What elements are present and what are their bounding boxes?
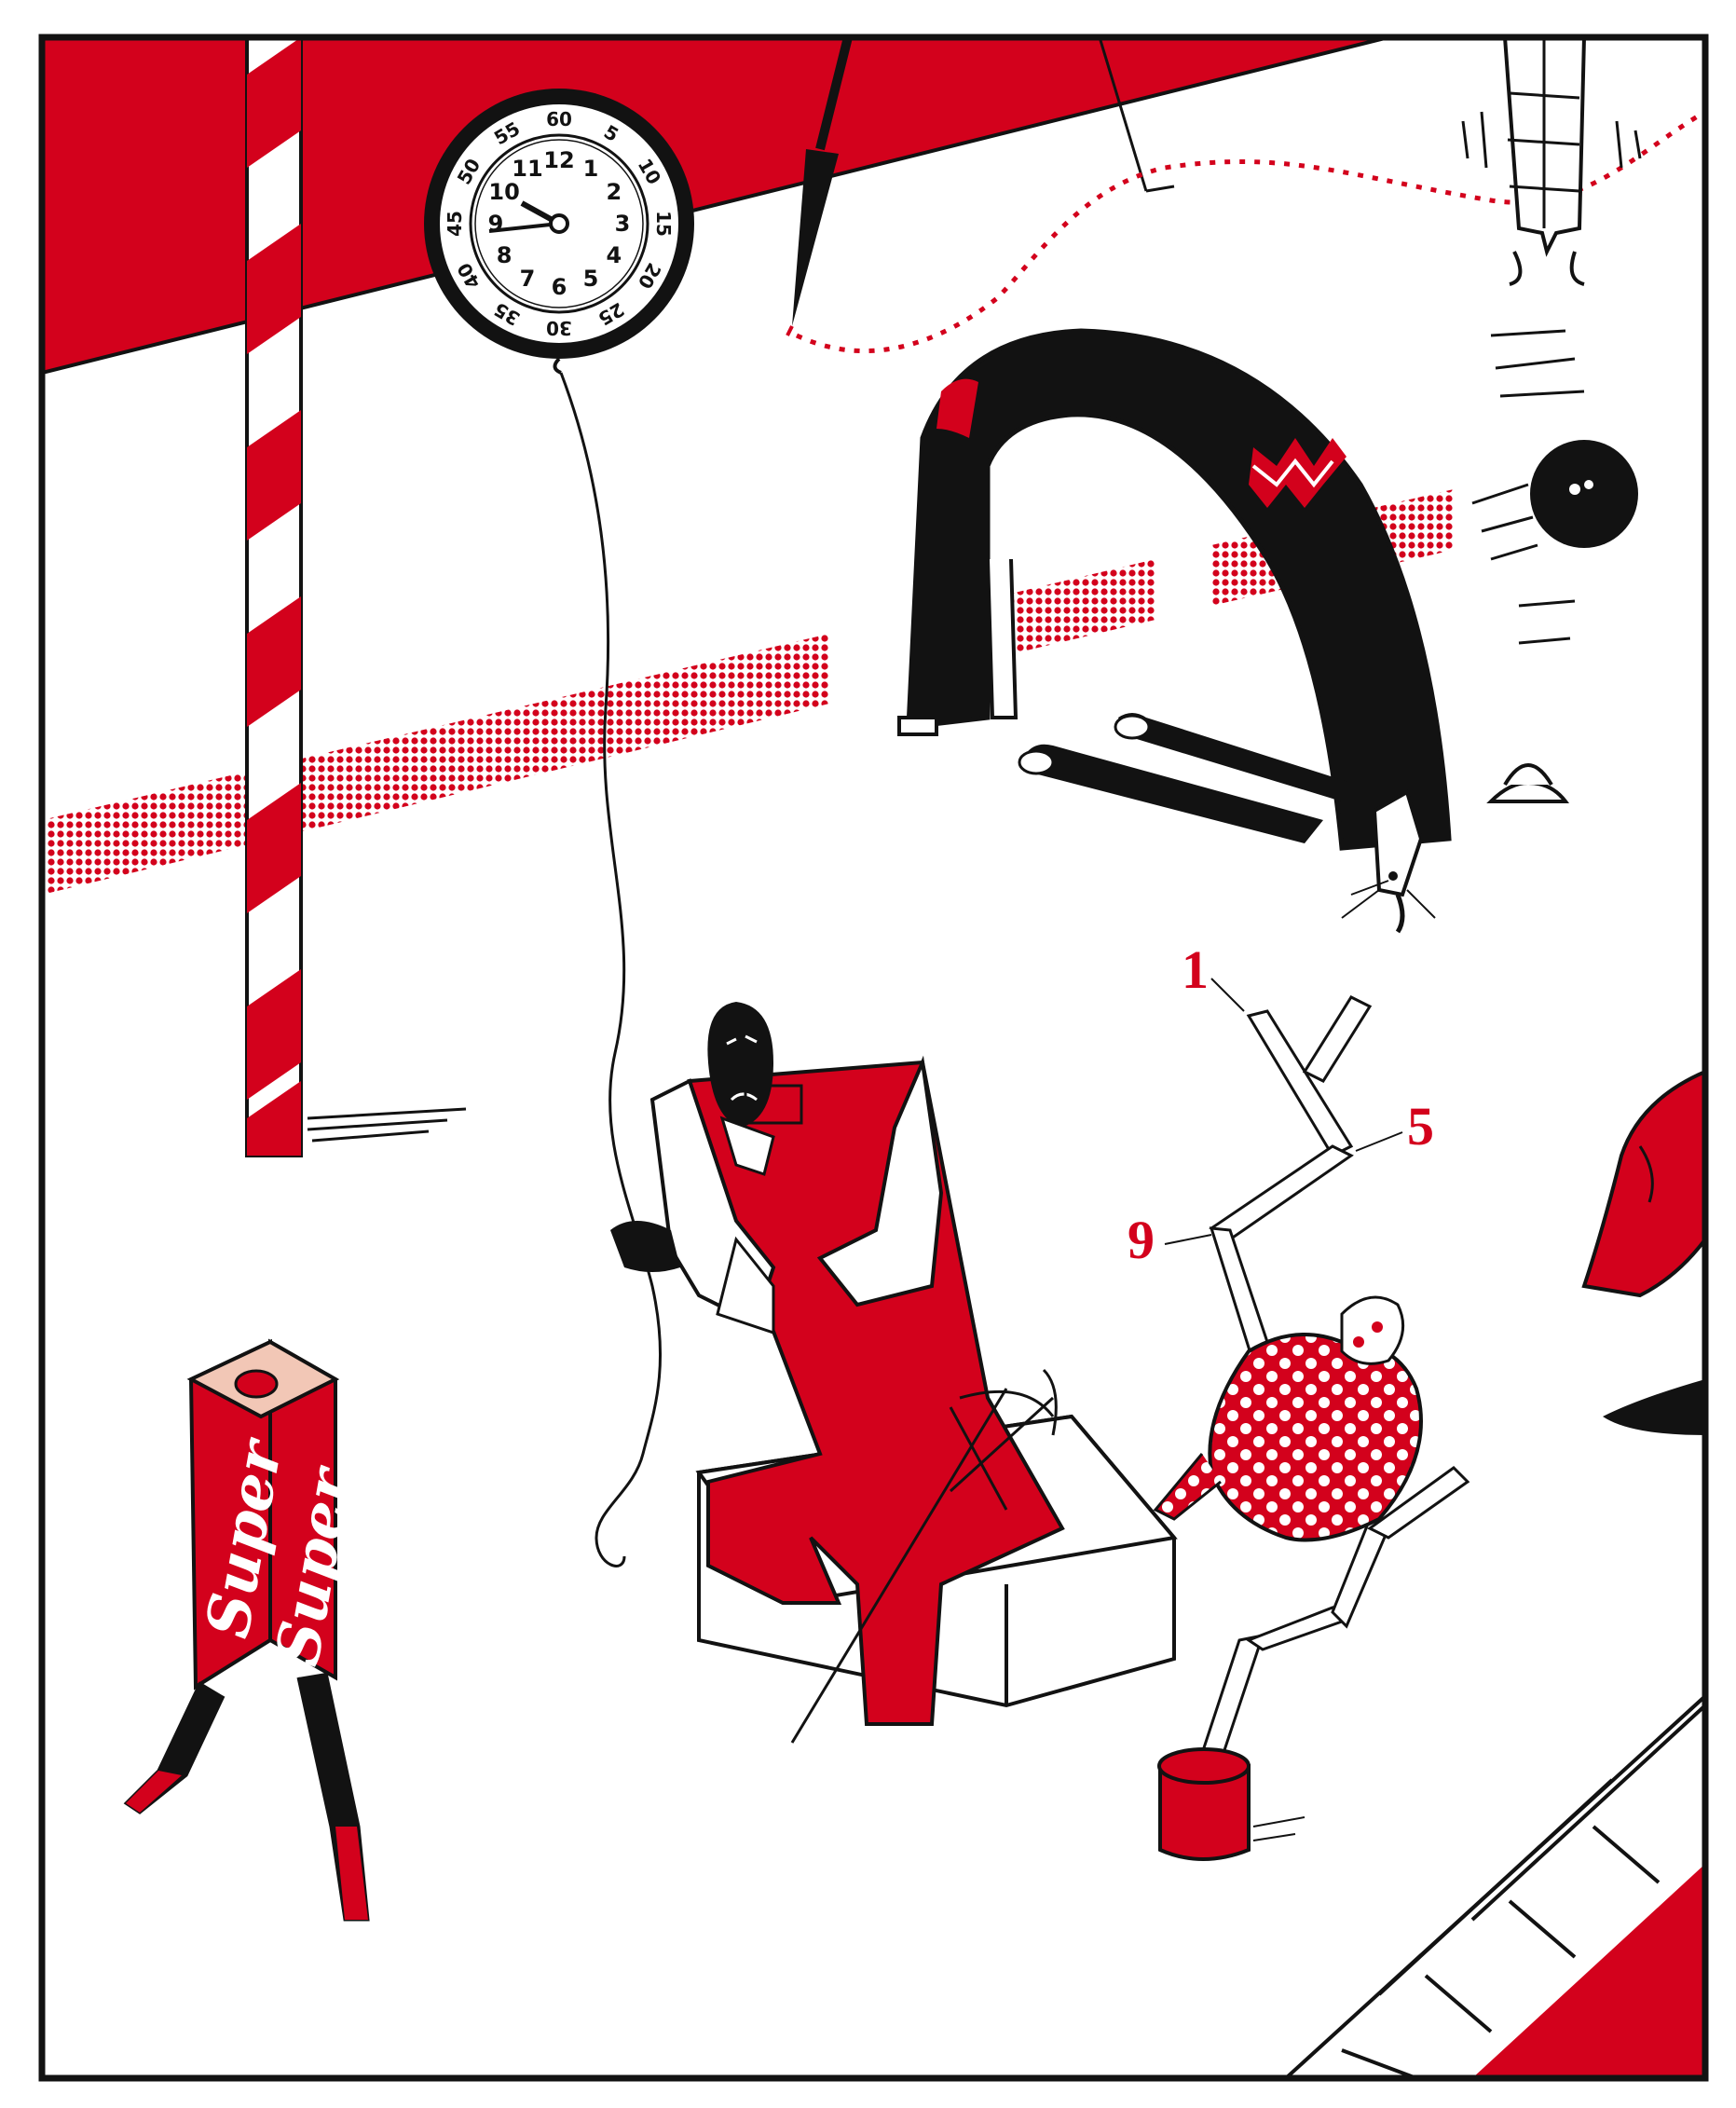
clock-minute-hand bbox=[488, 222, 560, 233]
clock-hour-number: 10 bbox=[488, 179, 519, 205]
ruler-label-top: 1 bbox=[1182, 939, 1209, 1000]
clock-minute-number: 30 bbox=[546, 317, 572, 339]
tiled-floor bbox=[1283, 1693, 1705, 2078]
red-creature bbox=[1581, 1069, 1705, 1435]
upside-down-figure bbox=[1461, 37, 1642, 398]
bowler-hat bbox=[1486, 763, 1570, 803]
clock-hour-number: 8 bbox=[497, 242, 513, 268]
black-arch bbox=[897, 328, 1452, 851]
folding-ruler: 1 5 9 bbox=[1128, 939, 1470, 1861]
striped-pole bbox=[245, 37, 467, 1157]
clock-minute-number: 60 bbox=[546, 108, 572, 130]
ruler-label-right: 5 bbox=[1407, 1096, 1434, 1157]
clock-hour-number: 3 bbox=[615, 211, 631, 237]
clock-hour-number: 7 bbox=[520, 266, 536, 292]
clock-hour-number: 4 bbox=[607, 242, 622, 268]
flying-ball bbox=[1471, 440, 1638, 645]
clock-minute-number: 15 bbox=[652, 211, 675, 237]
frame-border bbox=[38, 34, 1709, 2082]
clock-minute-number: 45 bbox=[444, 211, 466, 237]
walking-super-box: Super Super bbox=[123, 1338, 370, 1922]
clock-hour-number: 1 bbox=[583, 156, 599, 182]
clock-hour-number: 11 bbox=[512, 156, 542, 182]
clock-hour-number: 6 bbox=[552, 274, 567, 300]
balloon-string bbox=[559, 372, 663, 1567]
clock-hour-number: 2 bbox=[607, 179, 622, 205]
clock-hour-number: 12 bbox=[543, 147, 574, 173]
ruler-label-left: 9 bbox=[1128, 1210, 1155, 1270]
clock-hour-number: 5 bbox=[583, 266, 599, 292]
hanging-spike bbox=[786, 37, 1175, 336]
seated-man bbox=[610, 1002, 1178, 1744]
mouse bbox=[1341, 789, 1436, 934]
dotted-trail bbox=[795, 109, 1705, 354]
